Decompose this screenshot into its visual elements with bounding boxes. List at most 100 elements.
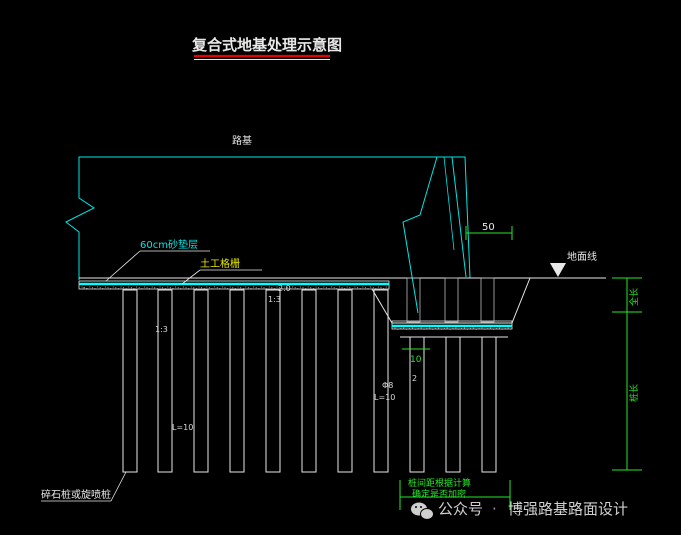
sand-dot	[362, 286, 364, 288]
sand-dot	[224, 287, 226, 289]
sand-dot	[250, 288, 252, 290]
geogrid-leader-2	[181, 269, 201, 285]
sand-dot	[299, 286, 301, 288]
sand-dot	[507, 327, 509, 329]
ground-line-label: 地面线	[567, 250, 597, 263]
sand-dot	[136, 286, 138, 288]
sand-dot	[294, 287, 296, 289]
sand-dot	[162, 287, 164, 289]
sand-dot	[141, 288, 143, 290]
pile-right-1	[409, 336, 425, 473]
sand-dot	[242, 288, 244, 290]
pile-left-7	[337, 289, 353, 473]
sand-dot	[115, 287, 117, 289]
sand-dot	[286, 287, 288, 289]
sand-dot	[112, 286, 114, 288]
sand-dot	[110, 288, 112, 290]
sand-dot	[195, 288, 197, 290]
sand-dots	[81, 286, 509, 330]
sand-dot	[102, 288, 104, 290]
sand-dot	[201, 287, 203, 289]
diagram-title: 复合式地基处理示意图	[191, 36, 342, 54]
sand-dot	[279, 287, 281, 289]
sand-dot	[331, 286, 333, 288]
sand-dot	[273, 288, 275, 290]
sand-dot	[149, 288, 151, 290]
sand-dot	[498, 327, 500, 329]
sand-dot	[336, 288, 338, 290]
pile-type-label: 碎石桩或旋喷桩	[41, 488, 111, 501]
sand-dot	[302, 287, 304, 289]
wechat-icon	[411, 502, 434, 520]
sand-dot	[333, 287, 335, 289]
sand-dot	[130, 287, 132, 289]
sand-dot	[266, 288, 268, 290]
sand-dot	[172, 288, 174, 290]
sand-dot	[175, 286, 177, 288]
sand-dot	[328, 288, 330, 290]
sand-dot	[276, 286, 278, 288]
pile-right-2	[445, 336, 461, 473]
sand-dot	[125, 288, 127, 290]
sand-dot	[117, 288, 119, 290]
pile-left-4	[229, 289, 245, 473]
sand-dot	[325, 287, 327, 289]
sand-dot	[351, 288, 353, 290]
sand-dot	[234, 288, 236, 290]
slope-line-inner	[451, 156, 467, 278]
sand-dot	[263, 287, 265, 289]
bottom-note-2: 确定是否加密	[412, 488, 466, 500]
pile-left-3	[193, 289, 209, 473]
sand-dot	[354, 286, 356, 288]
sand-dot	[403, 327, 405, 329]
pile-left-8	[373, 289, 389, 473]
sand-dot	[232, 287, 234, 289]
sand-dot	[268, 286, 270, 288]
slope-line-outer	[402, 156, 438, 314]
dim-50-label: 50	[482, 222, 495, 233]
sand-dot	[214, 286, 216, 288]
geogrid-label: 土工格栅	[200, 257, 240, 270]
sand-dot	[143, 286, 145, 288]
sand-dot	[357, 287, 359, 289]
sand-dot	[320, 288, 322, 290]
watermark-name: 博强路基路面设计	[508, 500, 628, 518]
watermark-separator: ·	[492, 500, 497, 518]
sand-dot	[372, 287, 374, 289]
sand-dot	[258, 288, 260, 290]
sand-dot	[91, 287, 93, 289]
sand-dot	[297, 288, 299, 290]
sand-dot	[177, 287, 179, 289]
sand-dot	[344, 288, 346, 290]
sand-dot	[305, 288, 307, 290]
bottom-note-1: 桩间距根据计算	[408, 477, 471, 489]
sand-dot	[464, 327, 466, 329]
sand-dot	[284, 286, 286, 288]
sand-dot	[154, 287, 156, 289]
sand-dot	[245, 286, 247, 288]
sand-dot	[364, 287, 366, 289]
slope-line-inner-2	[443, 156, 455, 251]
sand-dot	[455, 327, 457, 329]
sand-dot	[472, 327, 474, 329]
sand-dot	[104, 286, 106, 288]
sand-dot	[420, 327, 422, 329]
sand-dot	[169, 287, 171, 289]
sand-dot	[253, 286, 255, 288]
sand-dot	[380, 287, 382, 289]
sand-dot	[377, 286, 379, 288]
sand-dot	[260, 286, 262, 288]
sand-dot	[219, 288, 221, 290]
sand-dot	[133, 288, 135, 290]
watermark-brand: 公众号	[438, 500, 483, 518]
sand-dot	[346, 286, 348, 288]
sand-dot	[375, 288, 377, 290]
pile-left-5	[265, 289, 281, 473]
pile-type-leader-2	[110, 471, 127, 502]
sand-dot	[367, 288, 369, 290]
small-dim-label: 2	[412, 374, 417, 383]
sand-dot	[394, 327, 396, 329]
embankment-outline	[65, 156, 471, 280]
sand-dot	[247, 287, 249, 289]
